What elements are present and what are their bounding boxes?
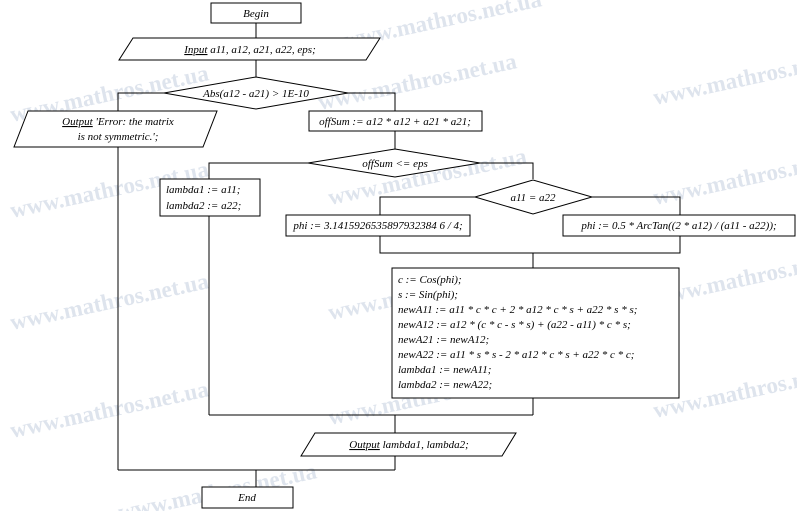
output-variables: lambda1, lambda2; — [380, 439, 469, 451]
phi-constant-label: phi := 3.1415926535897932384 6 / 4; — [292, 220, 462, 232]
input-block: Input a11, a12, a21, a22, eps; — [118, 37, 381, 61]
rotation-line: newA12 := a12 * (c * c - s * s) + (a22 -… — [398, 319, 631, 331]
output-label: Output lambda1, lambda2; — [349, 439, 468, 451]
error-output-text: 'Error: the matrix — [93, 116, 174, 128]
error-output-keyword: Output — [62, 116, 94, 128]
offsum-block: offSum := a12 * a12 + a21 * a21; — [308, 110, 483, 132]
offsum-label: offSum := a12 * a12 + a21 * a21; — [319, 116, 471, 128]
input-keyword: Input — [183, 44, 208, 56]
a11-a22-condition: a11 = a22 — [473, 179, 594, 215]
input-variables: a11, a12, a21, a22, eps; — [207, 44, 315, 56]
watermark: www.mathros.net.ua — [8, 376, 211, 443]
error-output-line2: is not symmetric.'; — [78, 131, 159, 143]
output-block: Output lambda1, lambda2; — [300, 432, 517, 457]
watermark: www.mathros.net.ua — [651, 43, 797, 110]
end-label: End — [237, 492, 256, 504]
lambda-direct-block: lambda1 := a11; lambda2 := a22; — [159, 178, 261, 217]
rotation-line: newA21 := newA12; — [398, 334, 489, 346]
rotation-line: newA11 := a11 * c * c + 2 * a12 * c * s … — [398, 304, 637, 316]
symmetry-condition: Abs(a12 - a21) > 1E-10 — [163, 76, 349, 110]
phi-constant-block: phi := 3.1415926535897932384 6 / 4; — [285, 214, 471, 237]
end-block: End — [201, 486, 294, 509]
lambda-direct-line1: lambda1 := a11; — [166, 184, 240, 196]
rotation-line: lambda2 := newA22; — [398, 379, 492, 391]
input-label: Input a11, a12, a21, a22, eps; — [183, 44, 316, 56]
output-keyword: Output — [349, 439, 381, 451]
begin-block: Begin — [210, 2, 302, 24]
connectors — [117, 23, 681, 487]
phi-arctan-block: phi := 0.5 * ArcTan((2 * a12) / (a11 - a… — [562, 214, 796, 237]
error-output-block: Output 'Error: the matrix is not symmetr… — [13, 110, 218, 148]
begin-label: Begin — [243, 8, 269, 20]
lambda-direct-line2: lambda2 := a22; — [166, 200, 241, 212]
rotation-line: lambda1 := newA11; — [398, 364, 491, 376]
symmetry-condition-label: Abs(a12 - a21) > 1E-10 — [202, 88, 309, 100]
rotation-block: c := Cos(phi); s := Sin(phi); newA11 := … — [391, 267, 680, 399]
offsum-condition: offSum <= eps — [307, 148, 481, 178]
watermark: www.mathros.net.ua — [651, 143, 797, 210]
rotation-line: newA22 := a11 * s * s - 2 * a12 * c * s … — [398, 349, 634, 361]
offsum-condition-label: offSum <= eps — [362, 158, 428, 170]
watermark: www.mathros.net.ua — [8, 268, 211, 335]
error-output-line1: Output 'Error: the matrix — [62, 116, 174, 128]
phi-arctan-label: phi := 0.5 * ArcTan((2 * a12) / (a11 - a… — [580, 220, 776, 232]
rotation-line: s := Sin(phi); — [398, 289, 458, 301]
a11-a22-condition-label: a11 = a22 — [510, 192, 556, 204]
rotation-line: c := Cos(phi); — [398, 274, 462, 286]
